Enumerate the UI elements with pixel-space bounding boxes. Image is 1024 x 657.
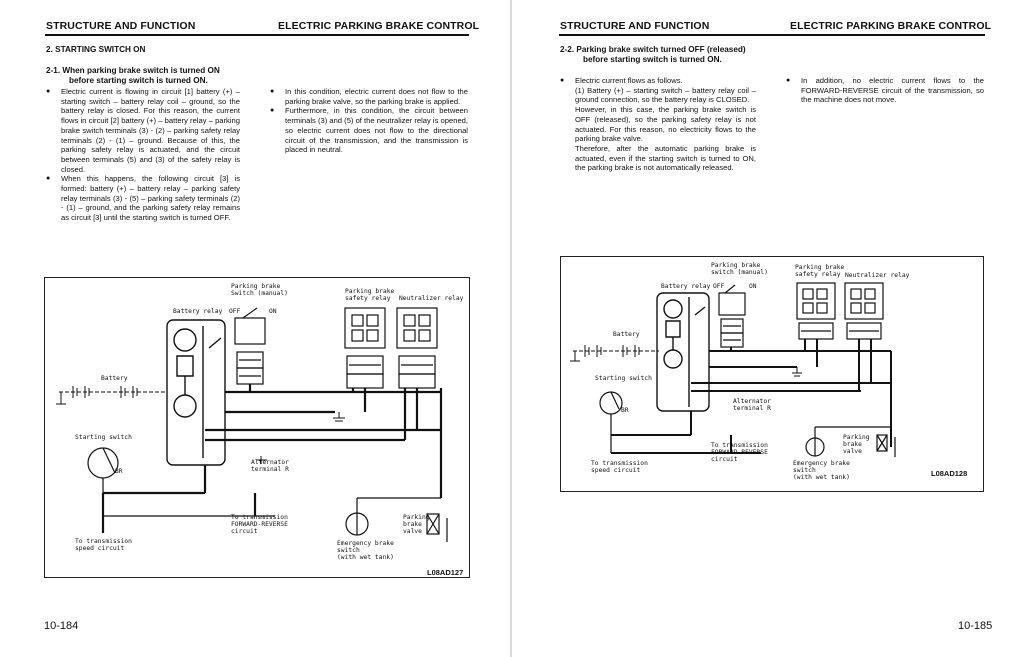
header-rule — [45, 34, 469, 36]
figure-code: L08AD127 — [427, 568, 464, 577]
label-to-speed-circuit: To transmission speed circuit — [591, 460, 648, 475]
header-right: ELECTRIC PARKING BRAKE CONTROL — [278, 20, 480, 32]
label-battery-relay: Battery relay — [173, 308, 223, 315]
header-left: STRUCTURE AND FUNCTION — [46, 20, 196, 32]
label-parking-brake-safety-relay: Parking brake safety relay — [345, 288, 395, 303]
label-starting-switch: Starting switch — [595, 375, 652, 382]
label-alternator: Alternator terminal R — [733, 398, 771, 413]
circuit-diagram-drawing — [56, 307, 448, 542]
page-number: 10-184 — [44, 620, 79, 632]
subsection-title-line1: 2-2. Parking brake switch turned OFF (re… — [560, 45, 746, 54]
right-column-bullets: In addition, no electric current flows t… — [786, 76, 984, 105]
bullet-item: Electric current flows as follows. (1) B… — [560, 76, 756, 173]
page-number: 10-185 — [958, 620, 993, 632]
label-battery: Battery — [613, 331, 640, 338]
header-left: STRUCTURE AND FUNCTION — [560, 20, 710, 32]
label-to-forward-reverse: To transmission FORWARD-REVERSE circuit — [231, 514, 288, 536]
left-column-bullets: Electric current flows as follows. (1) B… — [560, 76, 756, 173]
right-page: STRUCTURE AND FUNCTION ELECTRIC PARKING … — [512, 0, 1024, 657]
bullet-item: In this condition, electric current does… — [270, 87, 468, 106]
bullet-item: In addition, no electric current flows t… — [786, 76, 984, 105]
label-alternator: Alternator terminal R — [251, 459, 289, 474]
label-br: BR — [621, 407, 629, 414]
label-to-speed-circuit: To transmission speed circuit — [75, 538, 132, 553]
book-spine — [510, 0, 512, 657]
label-off: OFF — [713, 283, 725, 290]
label-br: BR — [115, 468, 123, 475]
label-emergency-brake-switch: Emergency brake switch (with wet tank) — [793, 460, 850, 482]
label-on: ON — [269, 308, 277, 315]
label-emergency-brake-switch: Emergency brake switch (with wet tank) — [337, 540, 394, 562]
label-parking-brake-valve: Parking brake valve — [403, 514, 430, 536]
left-column-bullets: Electric current is flowing in circuit [… — [46, 87, 240, 223]
figure-code: L08AD128 — [931, 469, 968, 478]
label-starting-switch: Starting switch — [75, 434, 132, 441]
label-neutralizer-relay: Neutralizer relay — [845, 272, 910, 279]
label-parking-brake-switch: Parking brake switch (manual) — [711, 262, 768, 277]
bullet-item: Furthermore, in this condition, the circ… — [270, 106, 468, 155]
circuit-diagram-drawing — [570, 282, 896, 457]
header-rule — [559, 34, 985, 36]
subsection-title: 2-1. When parking brake switch is turned… — [46, 66, 220, 86]
circuit-diagram: Parking brake Switch (manual) Battery re… — [44, 277, 470, 578]
bullet-item: Electric current is flowing in circuit [… — [46, 87, 240, 174]
right-column-bullets: In this condition, electric current does… — [270, 87, 468, 155]
label-off: OFF — [229, 308, 241, 315]
header-right: ELECTRIC PARKING BRAKE CONTROL — [790, 20, 992, 32]
circuit-diagram: Parking brake switch (manual) Parking br… — [560, 256, 984, 492]
subsection-title-line2: before starting switch is turned ON. — [583, 55, 722, 64]
label-on: ON — [749, 283, 757, 290]
label-to-forward-reverse: To transmission FORWARD-REVERSE circuit — [711, 442, 768, 464]
subsection-title-line1: 2-1. When parking brake switch is turned… — [46, 66, 220, 75]
bullet-item: When this happens, the following circuit… — [46, 174, 240, 223]
label-neutralizer-relay: Neutralizer relay — [399, 295, 464, 302]
label-battery-relay: Battery relay — [661, 283, 711, 290]
section-title: 2. STARTING SWITCH ON — [46, 45, 146, 54]
left-page: STRUCTURE AND FUNCTION ELECTRIC PARKING … — [0, 0, 510, 657]
label-parking-brake-safety-relay: Parking brake safety relay — [795, 264, 845, 279]
subsection-title-line2: before starting switch is turned ON. — [69, 76, 208, 85]
subsection-title: 2-2. Parking brake switch turned OFF (re… — [560, 45, 746, 65]
label-parking-brake-switch: Parking brake Switch (manual) — [231, 283, 288, 298]
label-battery: Battery — [101, 375, 128, 382]
label-parking-brake-valve: Parking brake valve — [843, 434, 870, 456]
